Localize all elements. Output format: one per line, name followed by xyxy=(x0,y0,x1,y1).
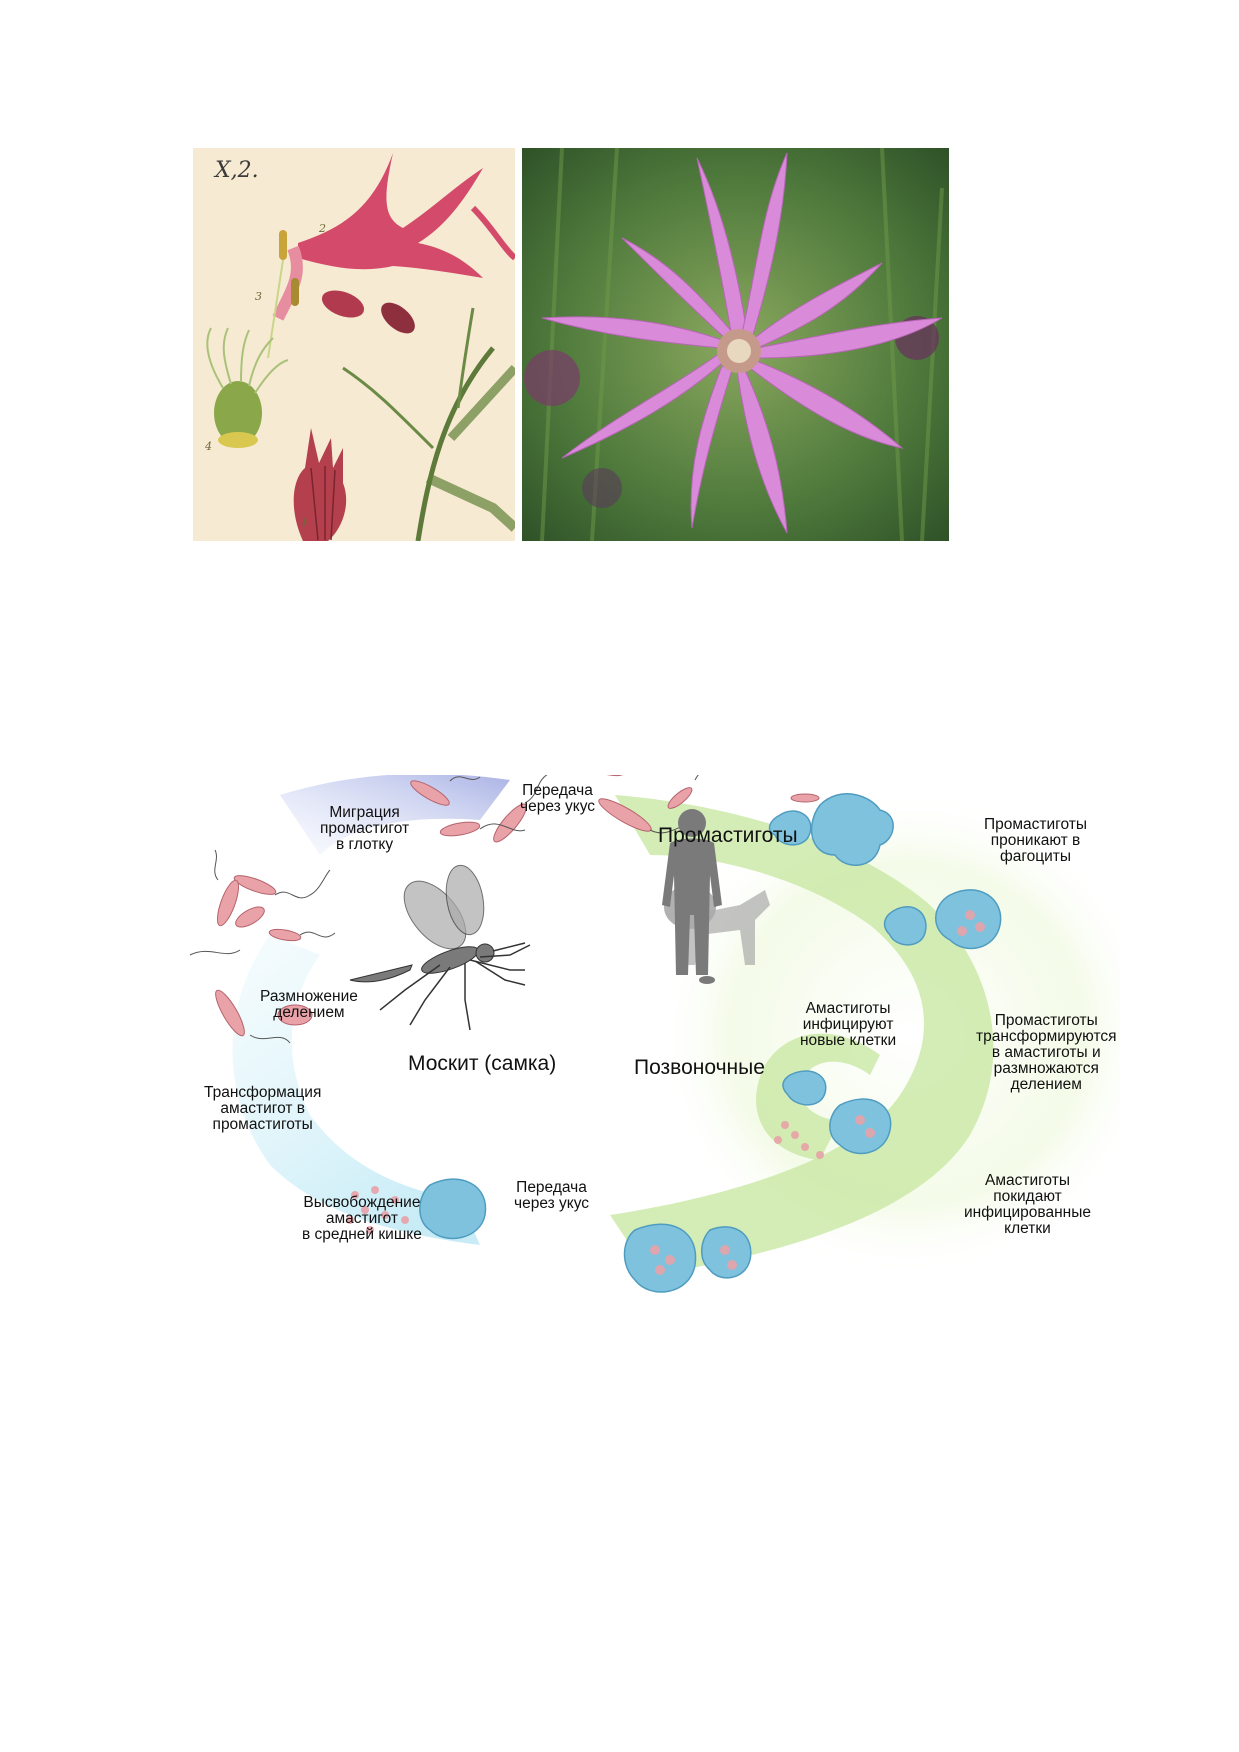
ragged-robin-photo xyxy=(522,148,949,541)
label-transform-divide: Промастиготы трансформируются в амастиго… xyxy=(976,1012,1117,1093)
promastigotes-title: Промастиготы xyxy=(658,824,798,847)
label-bite-bottom: Передача через укус xyxy=(514,1179,590,1212)
label-enter-phagocytes: Промастиготы проникают в фагоциты xyxy=(984,816,1087,865)
mosquito-figure xyxy=(349,864,495,983)
cycle-background xyxy=(189,775,1120,1315)
label-migration: Миграция промастигот в глотку xyxy=(320,804,410,853)
part-number: 2 xyxy=(319,222,326,235)
vector-title: Москит (самка) xyxy=(408,1052,557,1075)
label-division: Размножение делением xyxy=(260,988,358,1021)
part-number: 1 xyxy=(301,516,308,529)
plate-mark: X,2. xyxy=(215,158,259,183)
label-bite-top: Передача через укус xyxy=(520,782,596,815)
label-release: Высвобождение амастигот в средней кишке xyxy=(302,1194,422,1243)
part-number: 4 xyxy=(205,440,212,453)
flower-photo xyxy=(522,148,949,541)
part-number: 3 xyxy=(255,290,262,303)
label-transformation: Трансформация амастигот в промастиготы xyxy=(204,1084,322,1133)
host-title: Позвоночные xyxy=(634,1056,765,1079)
life-cycle-diagram: Передача через укус Миграция промастигот… xyxy=(180,775,1140,1315)
label-infect-new-cells: Амастиготы инфицируют новые клетки xyxy=(800,1000,897,1049)
botanical-illustration: X,2. 2 3 4 1 xyxy=(193,148,515,541)
label-leave-cells: Амастиготы покидают инфицированные клетк… xyxy=(964,1172,1091,1237)
botanical-drawing xyxy=(206,153,515,541)
vertebrate-silhouettes xyxy=(662,809,770,984)
